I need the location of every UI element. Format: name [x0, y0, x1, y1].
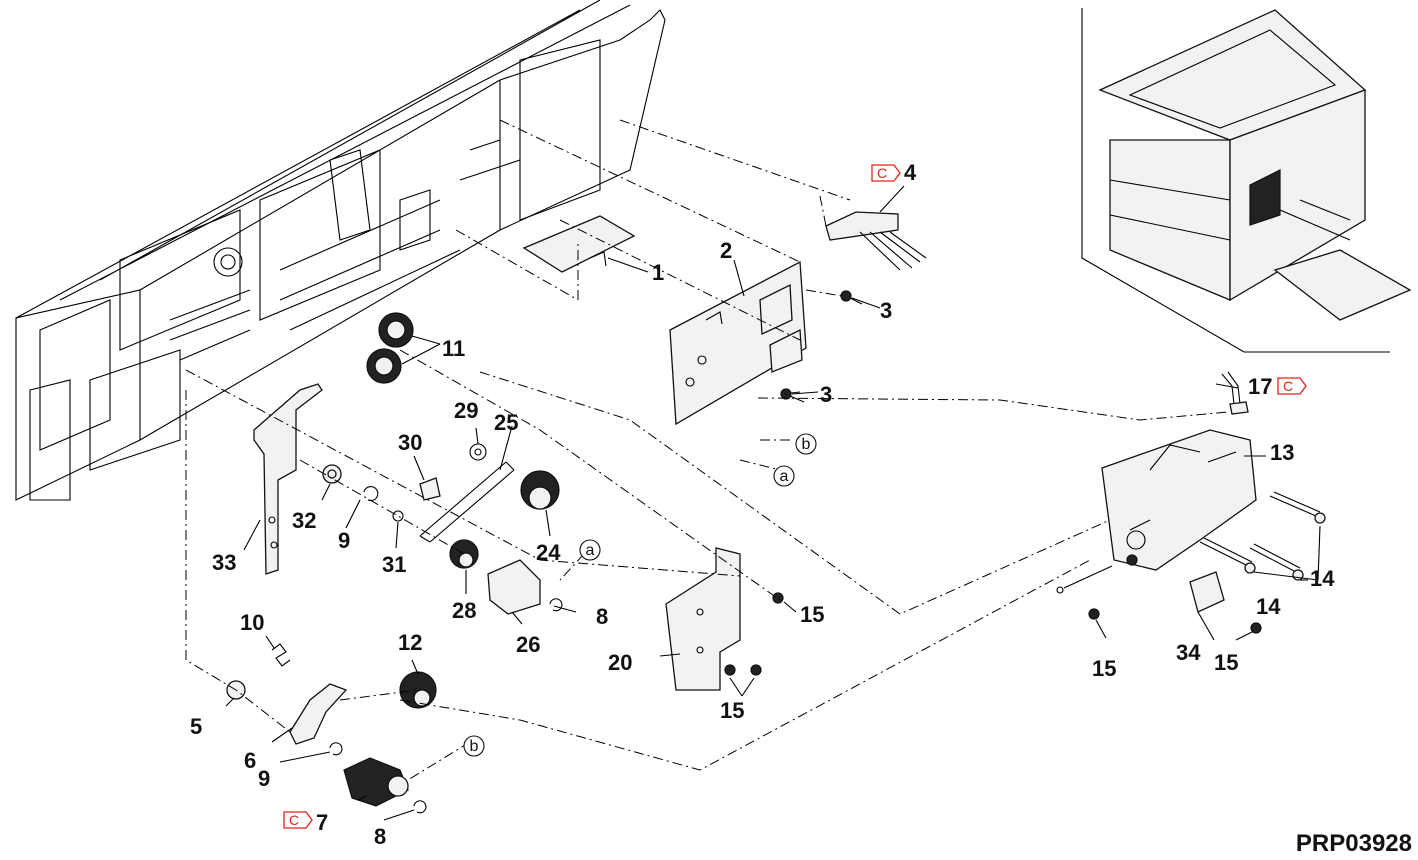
c-marks: C C C	[283, 164, 1307, 829]
part-1-cover	[522, 215, 636, 273]
ref-a-board: a	[773, 465, 795, 487]
callout-3: 3	[820, 382, 832, 407]
part-drive-small-parts	[322, 443, 563, 615]
callout-6: 6	[244, 748, 256, 773]
callout-29: 29	[454, 398, 478, 423]
part-11-gears	[366, 312, 414, 384]
callout-2: 2	[720, 238, 732, 263]
part-4-harness	[825, 211, 927, 271]
callout-11: 11	[442, 336, 465, 361]
callout-20: 20	[608, 650, 632, 675]
part-17-harness	[1221, 371, 1249, 415]
callout-28: 28	[452, 598, 476, 623]
callout-32: 32	[292, 508, 316, 533]
part-34-bracket	[1189, 571, 1225, 613]
callout-4: 4	[904, 160, 917, 185]
part-33-plate	[253, 383, 323, 575]
svg-text:a: a	[586, 542, 595, 559]
svg-text:C: C	[289, 812, 299, 828]
callout-34: 34	[1176, 640, 1201, 665]
ref-b-clutch: b	[463, 735, 485, 757]
part-14-long-screws	[1199, 491, 1326, 581]
callout-24: 24	[536, 540, 561, 565]
part-lower-drive-parts	[226, 643, 437, 814]
callout-25: 25	[494, 410, 518, 435]
part-13-drive-unit	[1056, 429, 1257, 594]
svg-text:C: C	[877, 165, 887, 181]
drawing-code: PRP03928	[1296, 830, 1412, 857]
callout-8: 8	[596, 604, 608, 629]
callout-26: 26	[516, 632, 540, 657]
callout-31: 31	[382, 552, 406, 577]
svg-text:C: C	[1283, 378, 1293, 394]
c-mark-17: C	[1277, 377, 1307, 395]
callout-15: 15	[720, 698, 744, 723]
callout-8: 8	[374, 824, 386, 849]
svg-text:b: b	[802, 436, 811, 453]
callout-14: 14	[1256, 594, 1281, 619]
callout-15: 15	[1092, 656, 1116, 681]
callout-7: 7	[316, 810, 328, 835]
callout-10: 10	[240, 610, 264, 635]
ref-a-motor: a	[579, 539, 601, 561]
callout-9: 9	[258, 766, 270, 791]
part-15-screws	[724, 592, 1262, 676]
alignment-lines	[185, 119, 1229, 781]
callout-15: 15	[800, 602, 824, 627]
callout-leaders	[225, 185, 1321, 821]
callout-15: 15	[1214, 650, 1238, 675]
callout-1: 1	[652, 260, 664, 285]
callout-17: 17	[1248, 374, 1272, 399]
part-20-bracket	[665, 547, 741, 691]
svg-text:b: b	[470, 738, 479, 755]
part-2-pwb	[669, 260, 807, 426]
callout-14: 14	[1310, 566, 1335, 591]
connection-refs: a a b b	[463, 433, 817, 757]
callout-labels: 1 2 3 3 4 5 6 7 8 8 9 9 10 11 12 13 14 1…	[190, 160, 1335, 849]
callout-3: 3	[880, 298, 892, 323]
machine-location-inset	[1081, 8, 1412, 353]
callout-33: 33	[212, 550, 236, 575]
callout-9: 9	[338, 528, 350, 553]
c-mark-4: C	[871, 164, 901, 182]
svg-text:a: a	[780, 468, 789, 485]
callout-12: 12	[398, 630, 422, 655]
ref-b-board: b	[795, 433, 817, 455]
callout-5: 5	[190, 714, 202, 739]
callout-30: 30	[398, 430, 422, 455]
main-frame-drawing	[15, 0, 666, 501]
c-mark-7: C	[283, 811, 313, 829]
callout-13: 13	[1270, 440, 1294, 465]
